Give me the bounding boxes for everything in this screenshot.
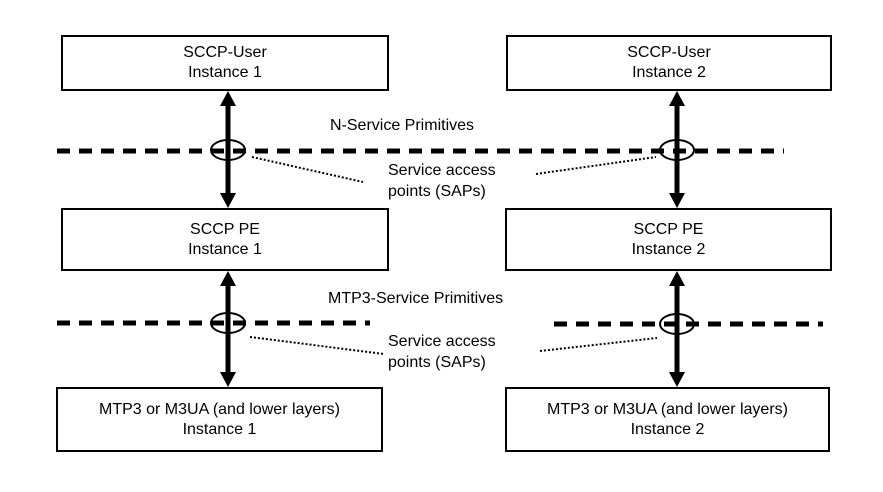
box-subtitle: Instance 2: [631, 240, 706, 258]
arrowhead-up-icon: [220, 271, 236, 286]
sap-leader-line-lower-right: [539, 337, 658, 352]
label-line: Service access: [388, 162, 496, 179]
double-arrow-sccp-user-2-sccp-pe-2: [669, 91, 685, 208]
box-title: SCCP-User: [183, 44, 267, 61]
arrowhead-down-icon: [220, 372, 236, 387]
arrowhead-up-icon: [669, 271, 685, 286]
box-title: SCCP PE: [190, 220, 260, 238]
arrowhead-up-icon: [220, 91, 236, 106]
box-sccp-user-instance-1: SCCP-User Instance 1: [61, 35, 389, 91]
box-subtitle: Instance 1: [188, 240, 262, 258]
box-subtitle: Instance 2: [632, 64, 706, 81]
double-arrow-sccp-pe-1-mtp3-1: [220, 271, 236, 387]
arrowhead-down-icon: [669, 193, 685, 208]
arrowhead-down-icon: [220, 193, 236, 208]
box-title: SCCP-User: [627, 44, 711, 61]
sap-ellipse-upper-left: [210, 139, 246, 161]
box-sccp-user-instance-2: SCCP-User Instance 2: [506, 35, 832, 91]
box-subtitle: Instance 1: [188, 64, 262, 81]
box-sccp-pe-instance-1: SCCP PE Instance 1: [61, 208, 389, 271]
box-mtp3-m3ua-instance-1: MTP3 or M3UA (and lower layers) Instance…: [56, 387, 383, 452]
label-mtp3-service-primitives: MTP3-Service Primitives: [328, 290, 504, 307]
box-sccp-pe-instance-2: SCCP PE Instance 2: [505, 208, 832, 271]
sap-ellipse-upper-right: [659, 139, 695, 161]
label-n-service-primitives: N-Service Primitives: [330, 117, 475, 134]
label-line: points (SAPs): [388, 183, 486, 200]
box-mtp3-m3ua-instance-2: MTP3 or M3UA (and lower layers) Instance…: [505, 387, 830, 452]
box-title: MTP3 or M3UA (and lower layers): [547, 400, 788, 418]
box-subtitle: Instance 2: [630, 420, 705, 438]
sap-ellipse-lower-right: [659, 313, 695, 335]
sap-leader-line-upper-left: [251, 156, 364, 183]
box-subtitle: Instance 1: [182, 420, 257, 438]
label-line: Service access: [388, 333, 496, 350]
arrowhead-up-icon: [669, 91, 685, 106]
double-arrow-sccp-user-1-sccp-pe-1: [220, 91, 236, 208]
box-title: SCCP PE: [633, 220, 704, 238]
sap-leader-line-upper-right: [535, 156, 657, 175]
double-arrow-sccp-pe-2-mtp3-2: [669, 271, 685, 387]
arrowhead-down-icon: [669, 372, 685, 387]
sap-ellipse-lower-left: [210, 312, 246, 334]
label-service-access-points-lower: Service access points (SAPs): [388, 331, 496, 373]
box-title: MTP3 or M3UA (and lower layers): [99, 400, 340, 418]
label-line: points (SAPs): [388, 354, 486, 371]
sap-leader-line-lower-left: [249, 336, 385, 355]
label-service-access-points-upper: Service access points (SAPs): [388, 160, 496, 202]
